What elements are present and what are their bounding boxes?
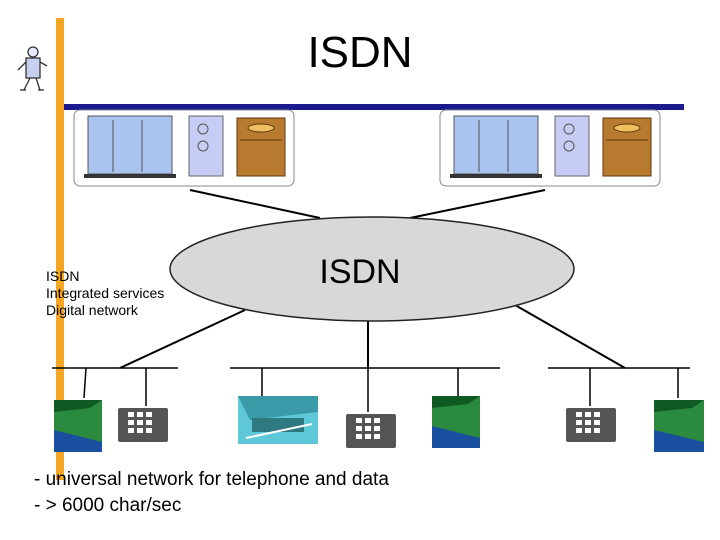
telephone-exchange-icon — [73, 109, 295, 187]
computer-terminal-icon — [432, 396, 480, 448]
bullet-item: - universal network for telephone and da… — [34, 469, 389, 490]
telephone-keypad-icon — [346, 414, 396, 448]
accent-bar — [56, 18, 64, 480]
telephone-keypad-icon — [118, 408, 168, 442]
exchange-links — [119, 189, 626, 369]
abbreviation-text: ISDN Integrated services Digital network — [46, 268, 164, 319]
isdn-network-cloud — [169, 216, 575, 322]
computer-terminal-icon — [654, 400, 704, 452]
bullet-list: - universal network for telephone and da… — [34, 467, 389, 519]
bullet-item: - > 6000 char/sec — [34, 495, 182, 516]
fax-machine-icon — [238, 396, 318, 444]
abbreviation-line: Digital network — [46, 302, 138, 318]
telephone-keypad-icon — [566, 408, 616, 442]
abbreviation-line: ISDN — [46, 268, 80, 284]
robot-mascot-icon — [17, 46, 48, 91]
bus-lines — [52, 367, 690, 412]
title-rule — [64, 104, 684, 110]
abbreviation-line: Integrated services — [46, 285, 165, 301]
network-cloud-label: ISDN — [319, 253, 401, 291]
telephone-exchange-icon — [439, 109, 661, 187]
page-title: ISDN — [307, 28, 413, 77]
computer-terminal-icon — [54, 400, 102, 452]
